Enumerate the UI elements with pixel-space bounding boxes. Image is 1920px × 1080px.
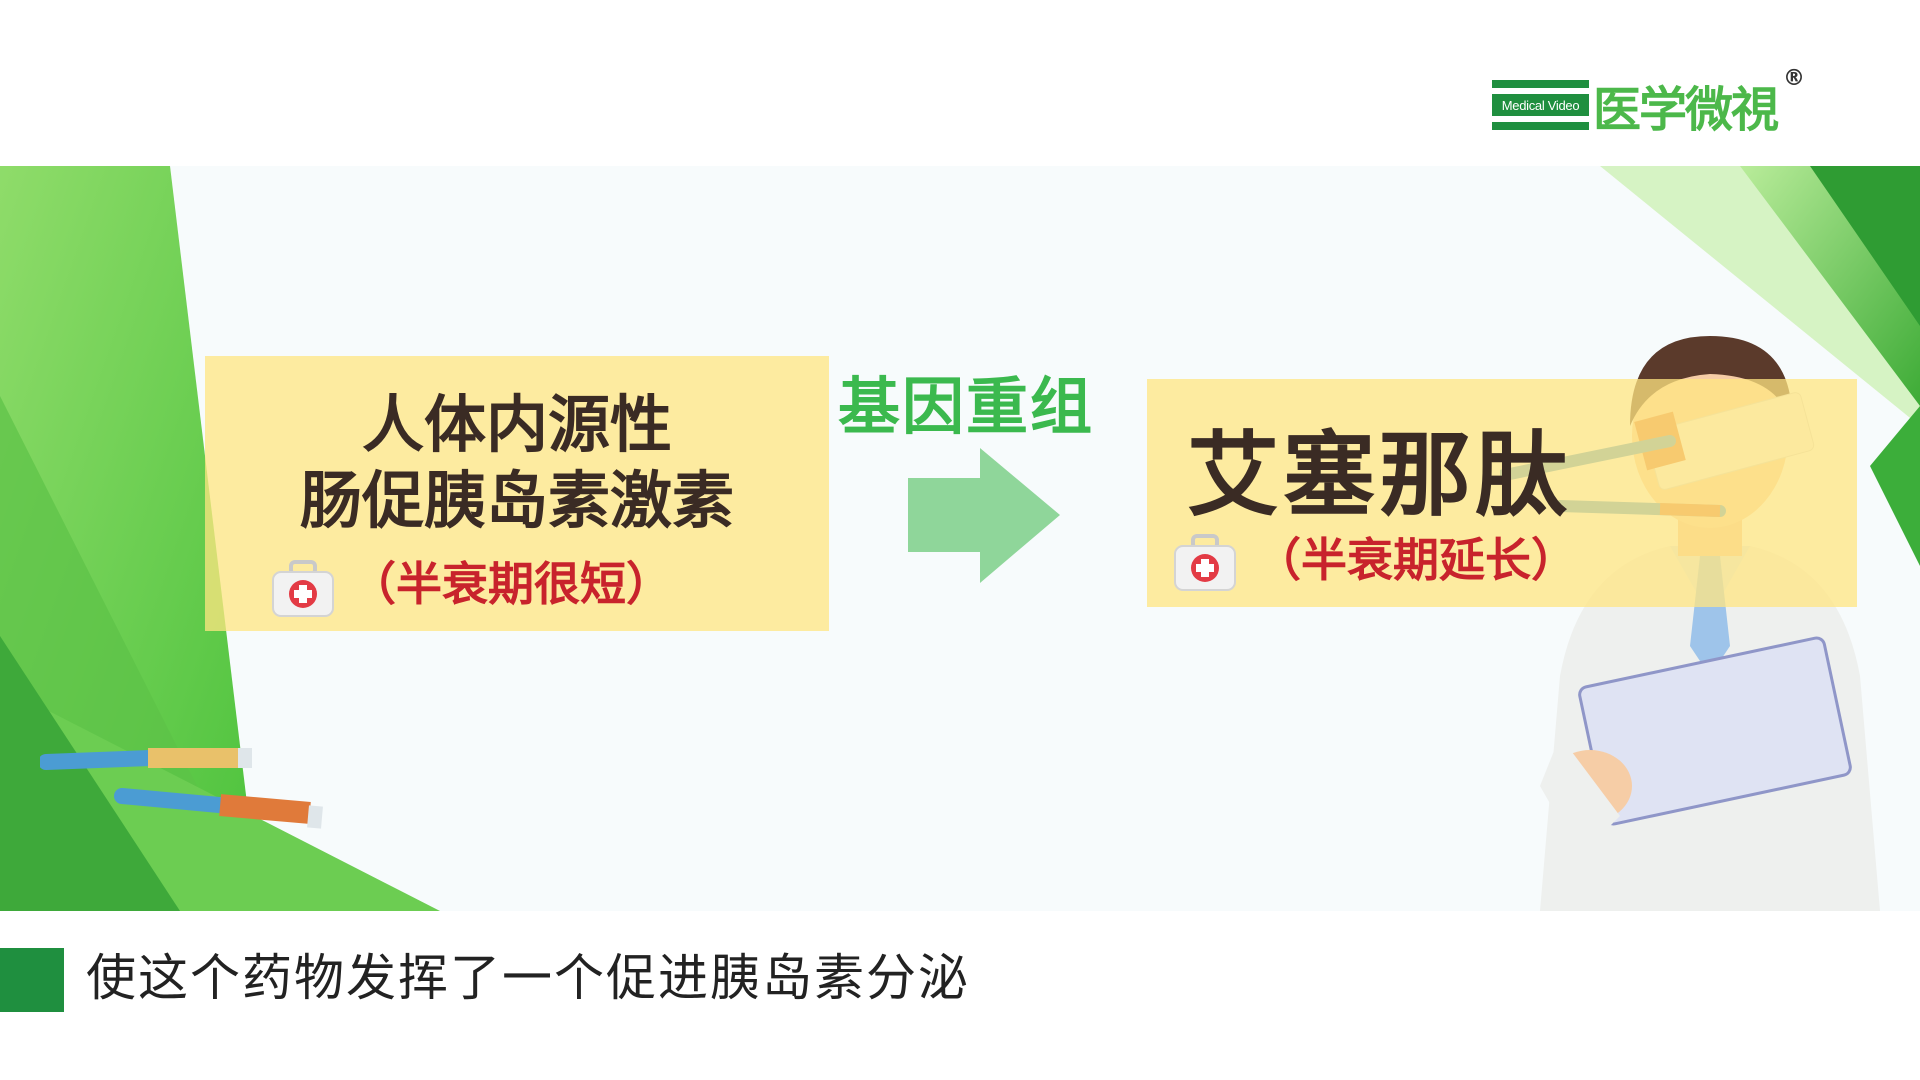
left-info-box: 人体内源性 肠促胰岛素激素 （半衰期很短） — [205, 356, 829, 631]
left-title-line1: 人体内源性 — [361, 388, 672, 461]
right-info-box: 艾塞那肽 （半衰期延长） — [1147, 379, 1857, 607]
green-background-shapes — [0, 166, 1920, 911]
logo-badge-text: Medical Video — [1500, 97, 1581, 113]
right-title: 艾塞那肽 — [1187, 422, 1572, 529]
insulin-pen-icon — [40, 748, 323, 829]
left-half-life-note: （半衰期很短） — [350, 557, 672, 611]
logo-badge: Medical Video — [1492, 80, 1589, 130]
right-arrow-icon — [908, 448, 1060, 583]
right-half-life-note: （半衰期延长） — [1255, 533, 1577, 587]
left-title-line2: 肠促胰岛素激素 — [299, 464, 734, 537]
first-aid-kit-icon — [272, 560, 334, 617]
subtitle-caption: 使这个药物发挥了一个促进胰岛素分泌 — [86, 949, 970, 1007]
caption-marker — [0, 948, 64, 1012]
recombination-label: 基因重组 — [838, 370, 1095, 443]
first-aid-kit-icon — [1174, 534, 1236, 591]
content-panel: 人体内源性 肠促胰岛素激素 （半衰期很短） 基因重组 艾塞那肽 — [0, 166, 1920, 911]
registered-mark: ® — [1783, 66, 1805, 91]
brand-logo: Medical Video 医学微視 ® — [1492, 66, 1805, 140]
logo-brand-text: 医学微視 ® — [1593, 66, 1805, 140]
logo-brand-name: 医学微視 — [1593, 82, 1779, 138]
